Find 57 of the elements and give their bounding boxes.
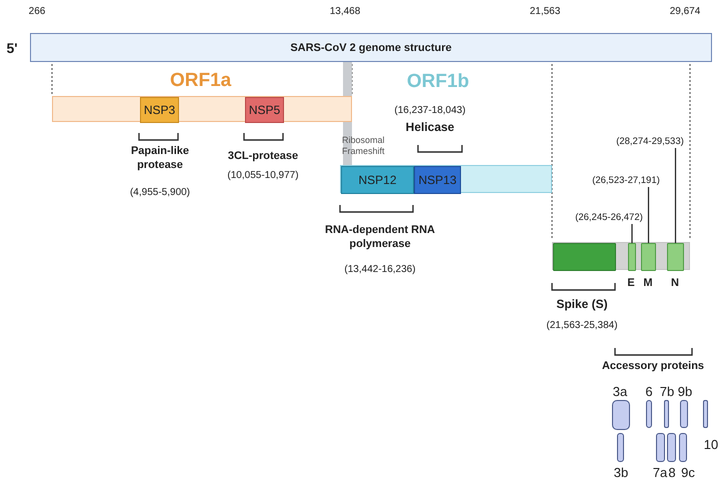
feature-name: Papain-like protease bbox=[130, 145, 190, 172]
gene-label: 6 bbox=[645, 384, 653, 400]
coordinate-label: (16,237-18,043) bbox=[394, 105, 466, 118]
feature-name: 3CL-protease bbox=[228, 150, 298, 164]
protein-segment: NSP13 bbox=[414, 166, 461, 194]
feature-name: RNA-dependent RNA polymerase bbox=[324, 224, 436, 252]
protein-bar bbox=[680, 400, 688, 428]
feature-name: 5' bbox=[6, 40, 18, 58]
orf-bar bbox=[340, 165, 552, 193]
coordinate-label: (26,523-27,191) bbox=[583, 173, 669, 187]
coordinate-label: (13,442-16,236) bbox=[344, 264, 416, 276]
coordinate-label: 13,468 bbox=[330, 6, 360, 18]
leader-line bbox=[674, 148, 676, 243]
spike-gene-segment bbox=[553, 243, 616, 271]
structural-gene-bar bbox=[552, 242, 690, 270]
genome-bar: SARS-CoV 2 genome structure bbox=[30, 33, 712, 62]
leader-line bbox=[648, 187, 650, 243]
gene-label: 10 bbox=[704, 437, 718, 454]
feature-name: Spike (S) bbox=[556, 297, 608, 312]
gene-label: N bbox=[671, 277, 679, 291]
gene-label: 7b bbox=[660, 384, 674, 400]
protein-segment: NSP12 bbox=[341, 166, 414, 194]
coordinate-label: (4,955-5,900) bbox=[130, 187, 190, 200]
protein-bar bbox=[679, 433, 687, 462]
coordinate-label: 266 bbox=[28, 6, 46, 18]
leader-line bbox=[631, 224, 633, 243]
protein-segment: NSP5 bbox=[245, 97, 284, 123]
gene-heading: ORF1b bbox=[406, 70, 470, 94]
gene-label: 3b bbox=[614, 465, 628, 482]
coordinate-label: 21,563 bbox=[530, 6, 560, 18]
protein-bar bbox=[617, 433, 624, 462]
gene-label: 9c bbox=[681, 465, 695, 482]
gene-label: M bbox=[643, 277, 653, 291]
protein-bar bbox=[667, 433, 676, 462]
gene-label: 8 bbox=[668, 465, 676, 482]
coordinate-label: (28,274-29,533) bbox=[607, 134, 693, 148]
coordinate-label: (21,563-25,384) bbox=[546, 320, 618, 332]
gene-segment bbox=[641, 243, 656, 271]
protein-bar bbox=[656, 433, 665, 462]
gene-label: 7a bbox=[652, 465, 668, 482]
gene-segment bbox=[667, 243, 684, 271]
protein-bar bbox=[612, 400, 630, 430]
coordinate-label: (10,055-10,977) bbox=[227, 170, 299, 182]
gene-label: E bbox=[627, 277, 635, 291]
feature-name: Accessory proteins bbox=[602, 360, 704, 374]
gene-segment bbox=[628, 243, 636, 271]
protein-bar bbox=[664, 400, 669, 428]
protein-bar bbox=[646, 400, 652, 428]
coordinate-label: Ribosomal Frameshift bbox=[342, 135, 386, 158]
gene-label: 9b bbox=[678, 384, 692, 400]
protein-segment: NSP3 bbox=[140, 97, 179, 123]
gene-label: 3a bbox=[612, 384, 628, 400]
feature-name: Helicase bbox=[406, 120, 454, 135]
gene-heading: ORF1a bbox=[170, 70, 232, 92]
coordinate-label: 29,674 bbox=[670, 6, 700, 18]
coordinate-label: (26,245-26,472) bbox=[566, 210, 652, 224]
protein-bar bbox=[703, 400, 708, 428]
